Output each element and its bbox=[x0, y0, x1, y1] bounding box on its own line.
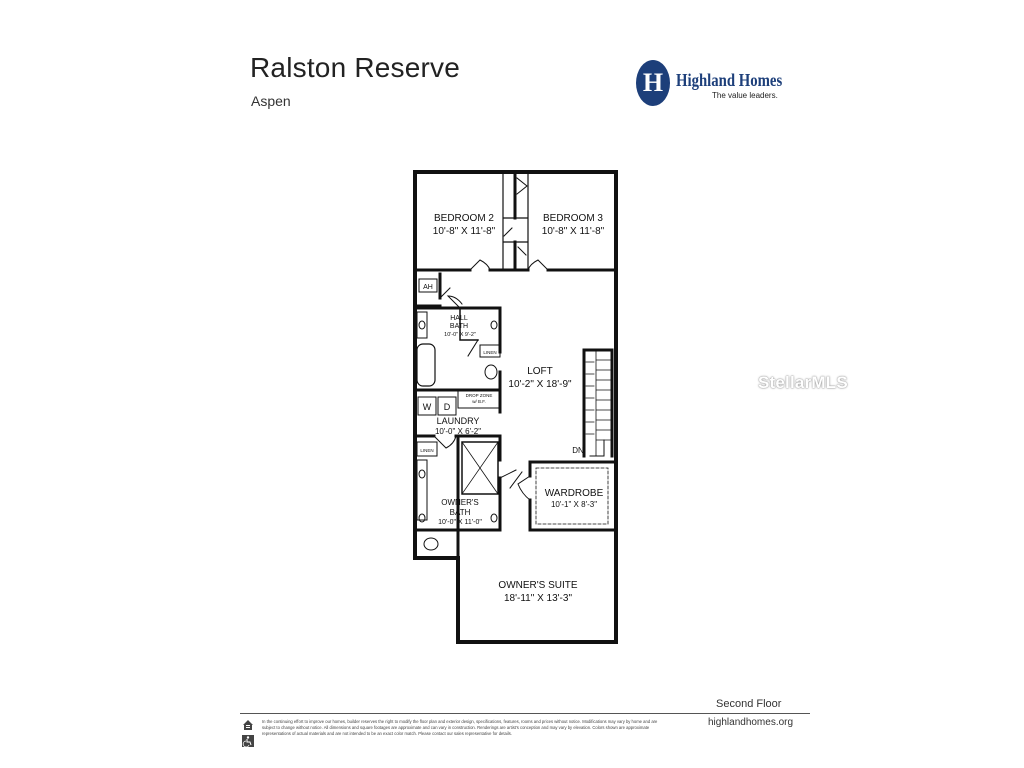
owners-bath-name-2: BATH bbox=[450, 508, 471, 517]
equal-housing-icon bbox=[243, 720, 253, 730]
owners-sink-right bbox=[490, 513, 498, 523]
dryer-label: D bbox=[444, 402, 451, 412]
bedroom2-size: 10'-8" X 11'-8" bbox=[433, 226, 496, 237]
owners-toilet bbox=[423, 537, 439, 551]
owners-linen-label: LINEN bbox=[420, 448, 433, 453]
bedroom2-name: BEDROOM 2 bbox=[434, 213, 494, 224]
logo-monogram-icon: H bbox=[636, 60, 670, 106]
owners-bath-door bbox=[499, 469, 523, 489]
stair-walls bbox=[582, 348, 614, 458]
community-title: Ralston Reserve bbox=[250, 52, 460, 83]
owners-bath-wall bbox=[414, 436, 502, 532]
wardrobe-size: 10'-1" X 8'-3" bbox=[551, 500, 597, 509]
bedroom3-door bbox=[527, 259, 549, 271]
hall-bath-name-2: BATH bbox=[450, 323, 468, 330]
bedroom2-door bbox=[469, 259, 491, 271]
washer bbox=[417, 396, 437, 416]
hall-bath-tub bbox=[416, 343, 436, 387]
stair-treads bbox=[585, 349, 613, 457]
owners-bath-size: 10'-0" X 11'-0" bbox=[438, 519, 482, 526]
hall-bath-sink-left bbox=[418, 320, 426, 330]
hall-linen-label: LINEN bbox=[483, 350, 496, 355]
mls-watermark: StellarMLS bbox=[758, 373, 848, 392]
hall-bath-door bbox=[446, 295, 463, 309]
drop-zone-label-2: w/ B.F. bbox=[472, 399, 486, 404]
laundry-door bbox=[433, 435, 457, 449]
hall-bath-door2 bbox=[467, 339, 479, 357]
website-text: highlandhomes.org bbox=[708, 717, 794, 728]
drop-zone-label-1: DROP ZONE bbox=[466, 393, 493, 398]
ah-label: AH bbox=[423, 284, 433, 291]
wardrobe-name: WARDROBE bbox=[545, 488, 604, 499]
hall-bath-sink-right bbox=[490, 320, 498, 330]
plan-name: Aspen bbox=[251, 93, 291, 109]
outer-wall bbox=[413, 170, 618, 644]
footer-divider bbox=[240, 713, 810, 714]
loft-size: 10'-2" X 18'-9" bbox=[508, 379, 572, 390]
ah-door bbox=[439, 287, 451, 299]
shower-x bbox=[461, 441, 499, 495]
legal-disclaimer: In the continuing effort to improve our … bbox=[262, 719, 658, 736]
hall-linen-closet bbox=[479, 344, 501, 358]
logo-name: Highland Homes bbox=[676, 70, 783, 90]
owners-suite-name: OWNER'S SUITE bbox=[498, 580, 577, 591]
bedroom3-size: 10'-8" X 11'-8" bbox=[542, 226, 605, 237]
logo-tagline: The value leaders. bbox=[712, 91, 778, 100]
hall-bath-name-1: HALL bbox=[450, 315, 468, 322]
loft-name: LOFT bbox=[527, 366, 553, 377]
owners-vanity-left bbox=[416, 459, 428, 521]
washer-label: W bbox=[423, 402, 432, 412]
builder-logo: H Highland Homes The value leaders. bbox=[636, 58, 796, 110]
laundry-size: 10'-0" X 6'-2" bbox=[435, 427, 481, 436]
wardrobe-rod bbox=[535, 467, 609, 525]
drop-zone bbox=[457, 389, 501, 409]
bedroom3-name: BEDROOM 3 bbox=[543, 213, 603, 224]
hall-bath-vanity bbox=[416, 311, 428, 339]
laundry-name: LAUNDRY bbox=[437, 416, 480, 426]
closet-walls bbox=[502, 172, 529, 269]
dryer bbox=[437, 396, 457, 416]
hall-bath-size: 10'-0" X 9'-2" bbox=[444, 332, 476, 338]
wardrobe-door bbox=[517, 475, 531, 501]
accessibility-icon bbox=[242, 735, 254, 747]
owners-bath-shower bbox=[461, 441, 499, 495]
stair-arrow bbox=[589, 439, 605, 457]
owners-sink-left1 bbox=[418, 469, 426, 479]
owners-sink-left2 bbox=[418, 513, 426, 523]
stairs-down-label: DN bbox=[572, 446, 584, 455]
hall-bath-wall bbox=[414, 306, 502, 391]
ah-box bbox=[418, 278, 438, 293]
hall-bath-toilet bbox=[484, 364, 498, 380]
wardrobe-wall bbox=[528, 460, 617, 532]
floor-label: Second Floor bbox=[716, 698, 782, 710]
closet-door-arcs bbox=[503, 177, 528, 256]
owners-suite-size: 18'-11" X 13'-3" bbox=[504, 593, 572, 604]
owners-bath-name-1: OWNER'S bbox=[441, 498, 479, 507]
hall-bath-inner-wall bbox=[459, 307, 479, 341]
ah-closet-wall bbox=[414, 272, 442, 308]
owners-linen bbox=[416, 441, 438, 457]
